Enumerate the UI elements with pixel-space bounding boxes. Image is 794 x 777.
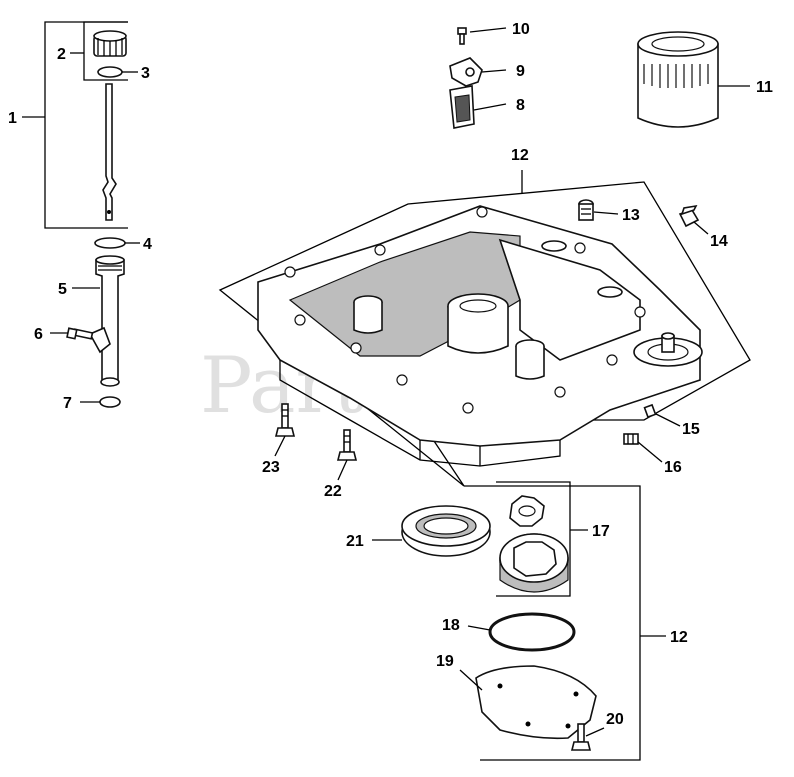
leader-18 <box>467 625 491 631</box>
o-ring-3 <box>97 66 123 78</box>
callout-6: 6 <box>34 326 43 343</box>
callout-16: 16 <box>664 459 682 476</box>
callout-1: 1 <box>8 110 17 127</box>
callout-19: 19 <box>436 653 454 670</box>
callout-2: 2 <box>57 46 66 63</box>
pump-outer-rotor <box>499 533 569 593</box>
leader-23 <box>274 435 286 457</box>
screw-20 <box>570 723 592 751</box>
oil-filter-11 <box>637 31 719 128</box>
callout-12-lower: 12 <box>670 629 688 646</box>
callout-17: 17 <box>592 523 610 540</box>
leader-20 <box>585 727 605 737</box>
dipstick-assembly <box>22 21 138 229</box>
callout-15: 15 <box>682 421 700 438</box>
callout-12-top: 12 <box>511 147 529 164</box>
callout-22: 22 <box>324 483 342 500</box>
plug-13 <box>578 199 594 221</box>
bolt-22 <box>336 429 358 461</box>
callout-20: 20 <box>606 711 624 728</box>
leader-19 <box>459 669 483 691</box>
filter-element-8 <box>449 85 475 129</box>
screw-10 <box>457 27 467 45</box>
callout-7: 7 <box>63 395 72 412</box>
oil-pan-outline <box>218 181 751 487</box>
leader-10 <box>469 27 507 33</box>
callout-3: 3 <box>141 65 150 82</box>
callout-10: 10 <box>512 21 530 38</box>
leader-8 <box>473 103 507 111</box>
plug-15 <box>643 403 657 419</box>
leader-14 <box>693 221 709 235</box>
callout-5: 5 <box>58 281 67 298</box>
leader-22 <box>337 459 348 481</box>
callout-4: 4 <box>143 236 152 253</box>
dipstick-blade <box>102 83 117 221</box>
o-ring-7 <box>99 396 121 408</box>
callout-14: 14 <box>710 233 728 250</box>
plug-16 <box>623 433 639 445</box>
fill-tube-assembly <box>50 237 140 408</box>
dipstick-cap <box>93 30 127 57</box>
screw-6 <box>66 327 94 340</box>
leader-13 <box>593 211 619 215</box>
group-bracket-12-lower <box>464 485 641 761</box>
leader-16 <box>637 441 663 463</box>
group-bracket-17 <box>496 481 571 597</box>
o-ring-18 <box>488 612 576 652</box>
pump-inner-rotor <box>509 495 545 527</box>
callout-21: 21 <box>346 533 364 550</box>
oil-seal-21 <box>401 505 491 557</box>
oil-pan-12 <box>257 205 703 467</box>
callout-8: 8 <box>516 97 525 114</box>
leader-9 <box>481 69 507 73</box>
pump-cover-19 <box>475 665 597 740</box>
leader-15 <box>655 413 681 427</box>
callout-18: 18 <box>442 617 460 634</box>
group-bracket-2 <box>83 21 128 81</box>
fill-tube <box>95 259 125 381</box>
callout-23: 23 <box>262 459 280 476</box>
bolt-23 <box>274 403 296 437</box>
o-ring-4 <box>94 237 126 249</box>
plug-14 <box>678 204 700 228</box>
callout-9: 9 <box>516 63 525 80</box>
callout-13: 13 <box>622 207 640 224</box>
tube-bracket <box>88 326 111 354</box>
callout-11: 11 <box>756 79 773 96</box>
